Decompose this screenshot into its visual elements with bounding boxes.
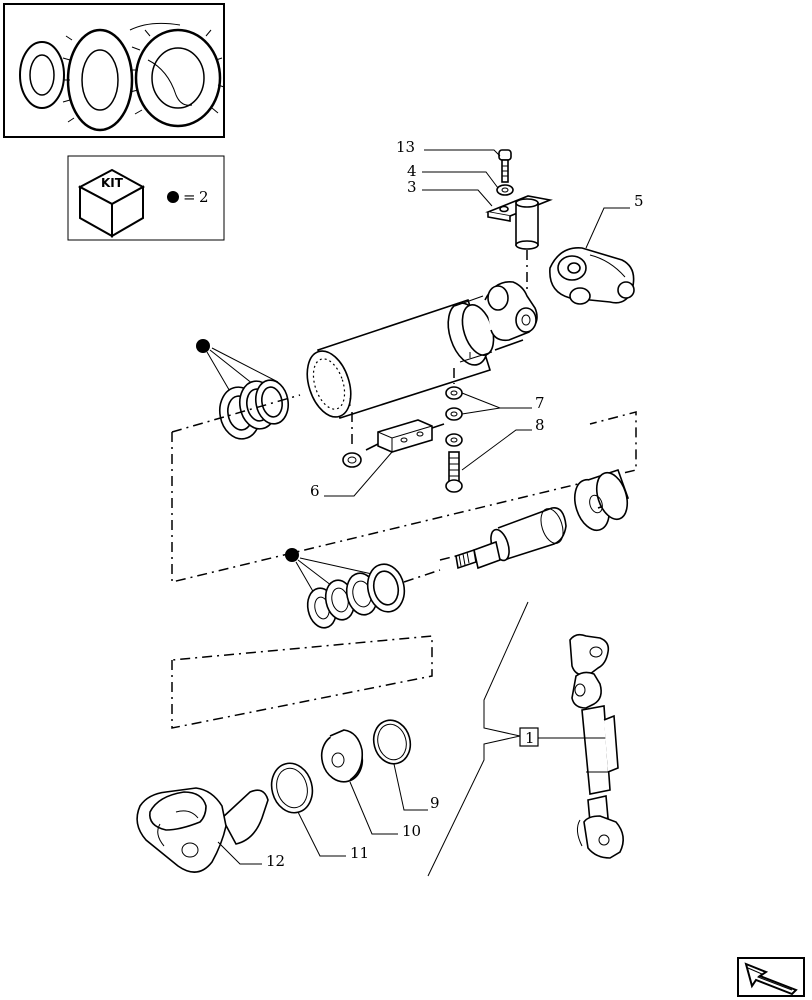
tractor-thumbnail-icon bbox=[3, 3, 225, 138]
svg-text:3: 3 bbox=[407, 178, 417, 196]
part-3-plate-pin bbox=[485, 195, 553, 250]
part-8-bolt bbox=[445, 451, 463, 493]
part-6-connector bbox=[342, 419, 445, 468]
kit-quantity: 2 bbox=[199, 188, 209, 206]
callout-12: 12 bbox=[217, 841, 285, 870]
callout-7: 7 bbox=[461, 392, 545, 415]
part-12-rod-end bbox=[136, 787, 269, 873]
next-page-arrow-icon[interactable] bbox=[737, 957, 805, 997]
callout-4: 4 bbox=[407, 162, 499, 189]
part-13-bolt bbox=[498, 149, 512, 183]
part-11-circlip bbox=[270, 762, 314, 814]
callout-3: 3 bbox=[407, 178, 493, 207]
svg-text:9: 9 bbox=[430, 794, 440, 812]
callout-8: 8 bbox=[461, 416, 545, 471]
callout-9: 9 bbox=[393, 763, 440, 812]
svg-text:10: 10 bbox=[402, 822, 421, 840]
svg-text:5: 5 bbox=[634, 192, 644, 210]
part-7-washers bbox=[445, 386, 463, 447]
part-9-circlip bbox=[372, 719, 412, 765]
kit-dot-icon bbox=[167, 191, 179, 203]
callout-13: 13 bbox=[396, 138, 501, 157]
svg-text:6: 6 bbox=[310, 482, 320, 500]
end-assembly-outline bbox=[171, 635, 433, 729]
rod-assembly-outline bbox=[171, 394, 637, 583]
callout-6: 6 bbox=[310, 451, 393, 500]
part-4-washer bbox=[496, 184, 514, 196]
seal-pack-lower bbox=[285, 548, 441, 629]
piston-head bbox=[573, 468, 630, 532]
piston-rod bbox=[439, 468, 630, 570]
kit-equals: = bbox=[183, 188, 196, 206]
kit-box-icon: KIT bbox=[77, 168, 146, 238]
svg-text:11: 11 bbox=[350, 844, 369, 862]
svg-text:13: 13 bbox=[396, 138, 415, 156]
svg-text:7: 7 bbox=[535, 394, 545, 412]
svg-text:4: 4 bbox=[407, 162, 417, 180]
svg-text:8: 8 bbox=[535, 416, 545, 434]
callout-11: 11 bbox=[297, 811, 369, 862]
kit-legend: KIT = 2 bbox=[67, 155, 225, 241]
svg-text:12: 12 bbox=[266, 852, 285, 870]
callout-1: 1 bbox=[427, 601, 588, 877]
part-5-clevis-end bbox=[549, 247, 635, 305]
assembled-link bbox=[569, 633, 624, 859]
part-10-bushing bbox=[320, 729, 364, 783]
callout-5: 5 bbox=[585, 192, 644, 249]
cylinder-body bbox=[306, 281, 538, 420]
kit-label: KIT bbox=[101, 176, 124, 190]
callout-10: 10 bbox=[349, 781, 421, 840]
seal-pack-upper bbox=[196, 339, 290, 440]
svg-text:1: 1 bbox=[525, 729, 535, 747]
